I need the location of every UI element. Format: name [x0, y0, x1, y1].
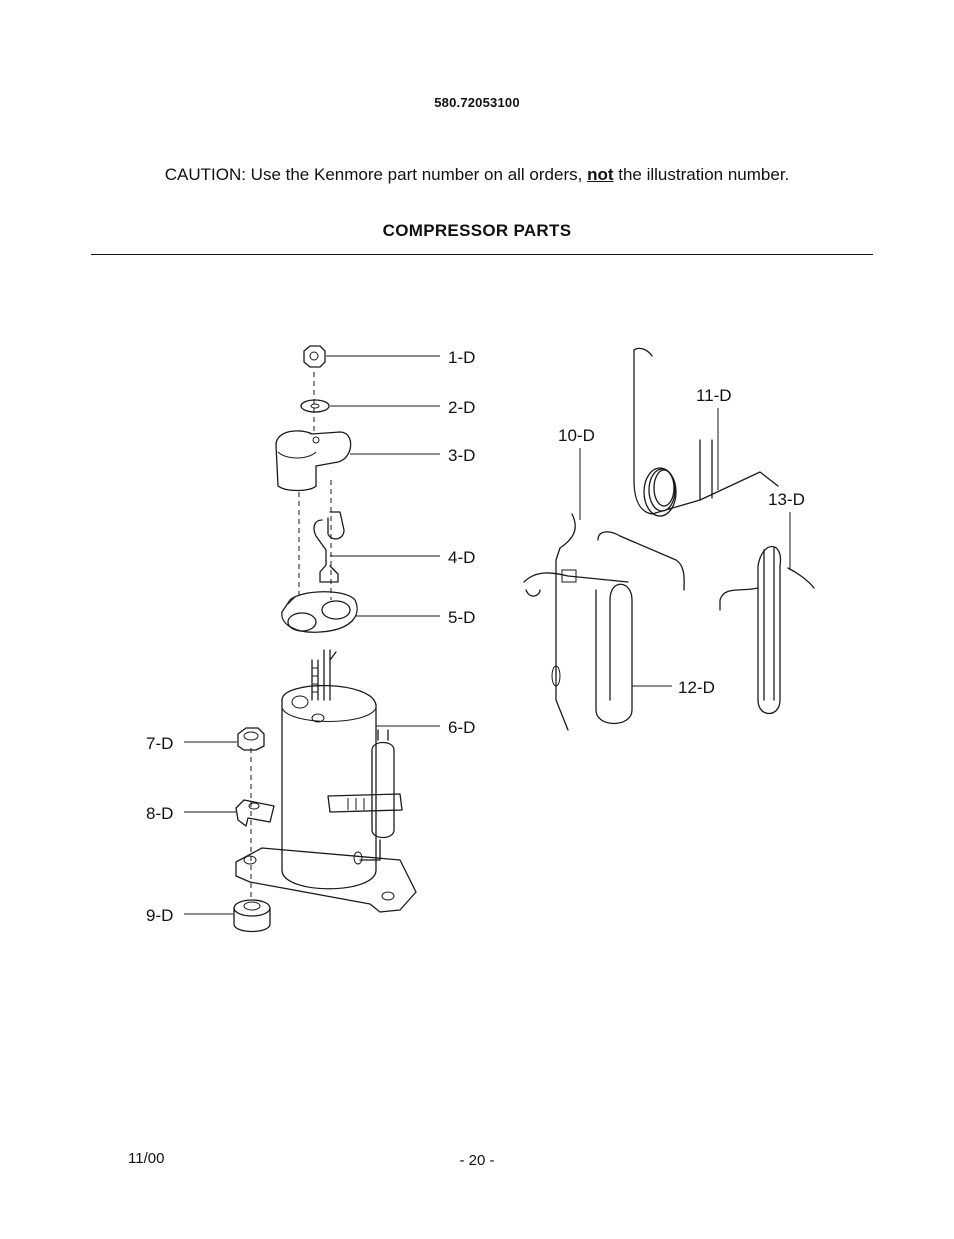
- axis-cover-terminal: [298, 480, 332, 600]
- callout-6d: 6-D: [448, 718, 475, 737]
- part-terminal-studs: [311, 649, 337, 701]
- callout-1d: 1-D: [448, 348, 475, 367]
- leader-lines-right: [579, 408, 791, 687]
- caution-emphasis: not: [587, 165, 614, 184]
- callout-5d: 5-D: [448, 608, 475, 627]
- callout-9d: 9-D: [146, 906, 173, 925]
- part-u-tube-12d: [595, 531, 685, 724]
- caution-suffix: the illustration number.: [613, 165, 790, 184]
- callout-3d: 3-D: [448, 446, 475, 465]
- part-tube-10d: [523, 513, 629, 731]
- header-divider: [91, 254, 873, 255]
- leader-lines-left: [184, 355, 440, 915]
- caution-note: CAUTION: Use the Kenmore part number on …: [0, 165, 954, 185]
- part-washer-2d: [300, 399, 330, 413]
- callout-7d: 7-D: [146, 734, 173, 753]
- part-terminal-cover-3d: [275, 430, 352, 492]
- part-nut-7d: [237, 727, 265, 751]
- caution-prefix: CAUTION: Use the Kenmore part number on …: [164, 165, 588, 184]
- part-bracket-8d: [235, 799, 275, 827]
- callout-8d: 8-D: [146, 804, 173, 823]
- part-coil-tube-11d: [633, 347, 779, 517]
- part-overload-4d: [313, 511, 345, 583]
- callout-11d: 11-D: [696, 386, 732, 405]
- callout-13d: 13-D: [768, 490, 805, 509]
- callout-12d: 12-D: [678, 678, 715, 697]
- revision-date: 11/00: [128, 1150, 165, 1167]
- model-number: 580.72053100: [434, 95, 520, 110]
- section-title: COMPRESSOR PARTS: [382, 221, 572, 240]
- callout-2d: 2-D: [448, 398, 475, 417]
- page-number: - 20 -: [459, 1152, 495, 1169]
- part-nut-1d: [303, 345, 326, 368]
- part-gasket-5d: [281, 591, 358, 633]
- callout-4d: 4-D: [448, 548, 475, 567]
- part-grommet-9d: [233, 899, 271, 933]
- part-hairpin-13d: [719, 546, 815, 715]
- callout-10d: 10-D: [558, 426, 595, 445]
- part-compressor-6d: [235, 684, 417, 913]
